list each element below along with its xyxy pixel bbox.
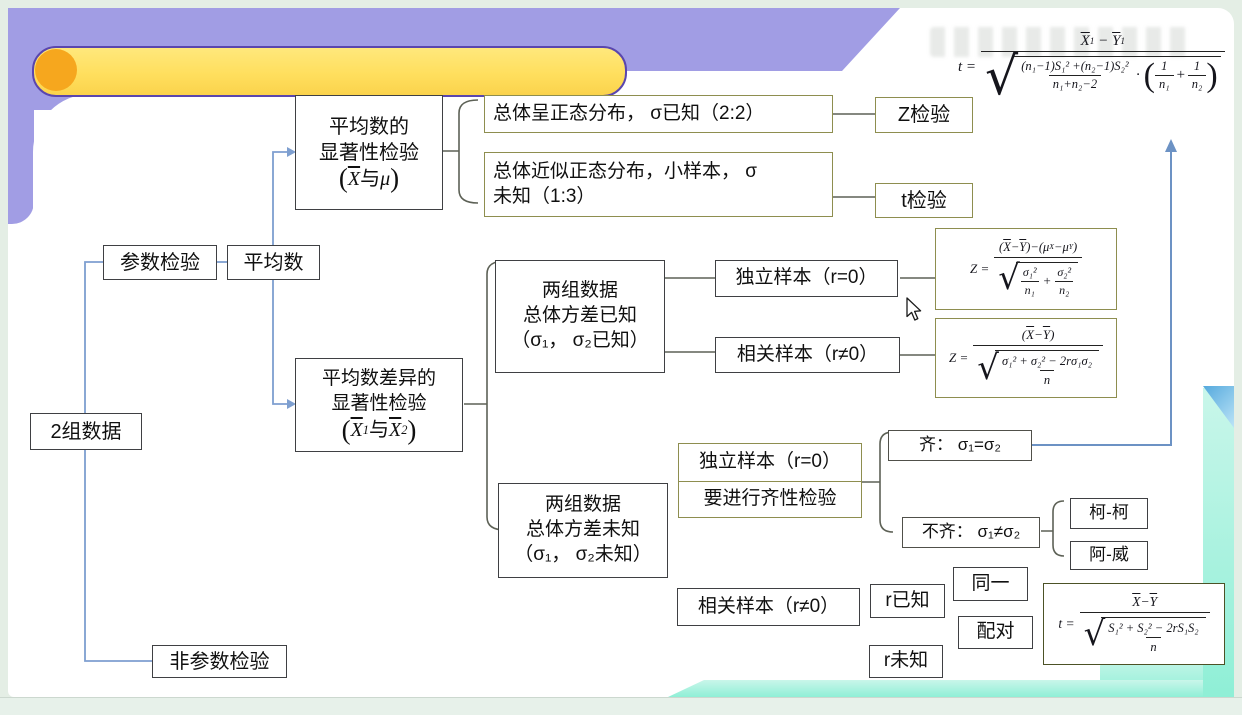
panel-corner	[33, 94, 333, 254]
bottom-margin	[0, 697, 1242, 715]
node-independent-sample-known: 独立样本（r=0）	[715, 260, 898, 297]
formula-t-correlated: t = X − Y √ S₁² + S₂² − 2rS₁S₂ n	[1058, 593, 1210, 655]
node-correlated-sample-unknown: 相关样本（r≠0）	[677, 588, 860, 626]
formula-box-t-correlated: t = X − Y √ S₁² + S₂² − 2rS₁S₂ n	[1043, 583, 1225, 665]
node-correlated-sample-known: 相关样本（r≠0）	[715, 337, 900, 373]
node-same-group: 同一	[953, 567, 1028, 601]
node-two-groups: 2组数据	[30, 413, 142, 450]
node-cochran-cox: 柯-柯	[1070, 498, 1148, 529]
node-heterogeneous: 不齐： σ₁≠σ₂	[902, 517, 1040, 548]
node-r-unknown: r未知	[869, 645, 943, 678]
node-homogeneity-check-required: 要进行齐性检验	[678, 481, 862, 518]
node-variance-known: 两组数据 总体方差已知 （σ₁， σ₂已知）	[495, 260, 665, 373]
formula-box-z-correlated: Z = (X − Y) √ σ₁² + σ₂² − 2rσ₁σ₂ n	[935, 318, 1117, 398]
node-parametric-test: 参数检验	[103, 245, 217, 280]
node-t-test: t检验	[875, 183, 973, 218]
title-pill	[32, 46, 627, 97]
formula-z-correlated: Z = (X − Y) √ σ₁² + σ₂² − 2rσ₁σ₂ n	[949, 327, 1103, 388]
node-mean: 平均数	[227, 245, 320, 280]
node-homogeneous: 齐： σ₁=σ₂	[888, 430, 1032, 461]
node-normal-sigma-known: 总体呈正态分布， σ已知（2:2）	[484, 95, 833, 133]
node-paired: 配对	[958, 616, 1033, 649]
node-approx-normal-sigma-unknown: 总体近似正态分布，小样本， σ 未知（1:3）	[484, 152, 833, 217]
node-independent-sample-unknown: 独立样本（r=0）	[678, 443, 862, 482]
mouse-cursor	[906, 297, 922, 321]
title-pill-ball	[35, 49, 77, 91]
node-nonparametric-test: 非参数检验	[152, 645, 287, 678]
node-z-test: Z检验	[875, 97, 973, 133]
node-r-known: r已知	[870, 584, 945, 618]
mint-bottom-band	[668, 680, 1234, 697]
node-variance-unknown: 两组数据 总体方差未知 （σ₁， σ₂未知）	[498, 483, 668, 578]
node-aspin-welch: 阿-威	[1070, 541, 1148, 570]
left-purple-strip	[8, 8, 34, 224]
